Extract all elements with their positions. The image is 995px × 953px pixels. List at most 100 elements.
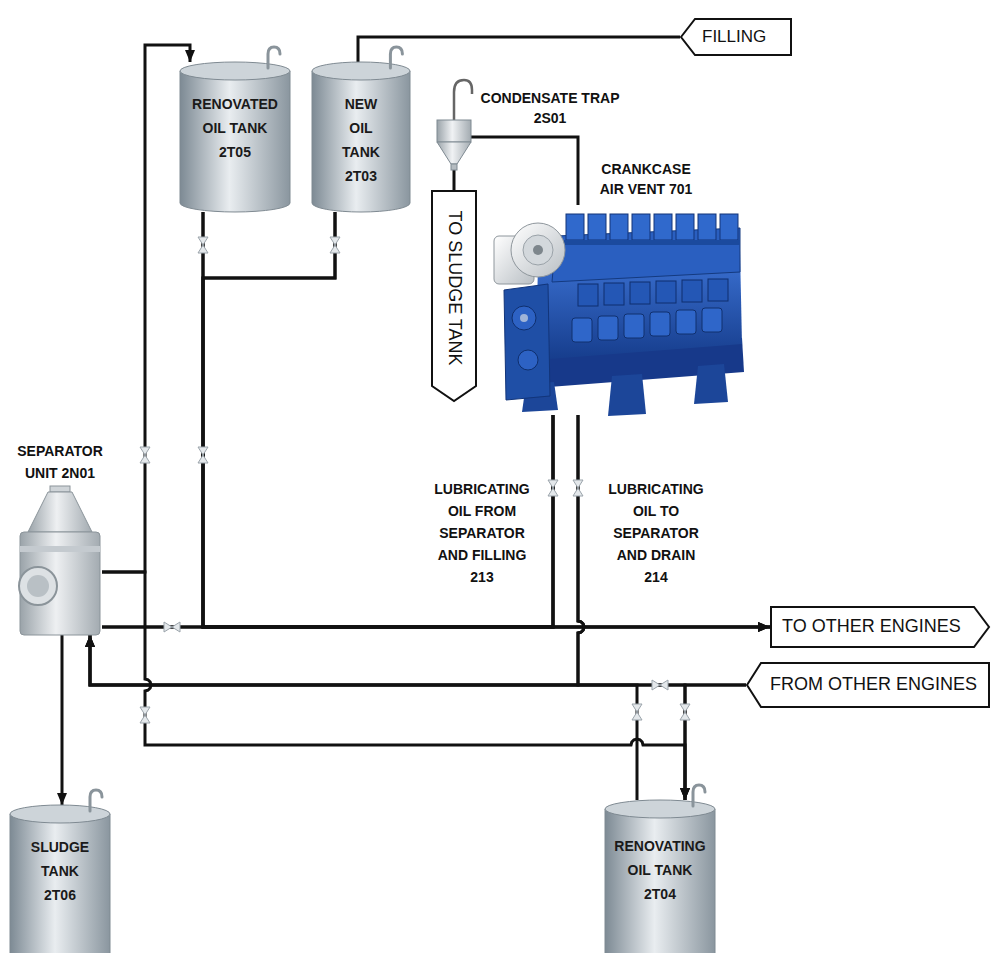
tank-body: [312, 71, 410, 212]
outlet-arrow-box: TO OTHER ENGINES: [770, 606, 990, 648]
valve-symbol: [632, 704, 642, 720]
tank-top: [312, 62, 410, 80]
separator-cap: [50, 486, 70, 492]
oil-tank-outline: [180, 62, 290, 212]
separator-band: [20, 546, 100, 552]
separator-body: [20, 532, 100, 635]
cylinder-cover: [656, 281, 676, 303]
tank-label: RENOVATED OIL TANK 2T05: [192, 92, 278, 164]
valve-symbol: [680, 704, 690, 720]
pipe-line: [203, 212, 770, 627]
pump-cover: [518, 350, 538, 370]
oil-tank: SLUDGE TANK 2T06: [10, 805, 110, 953]
arrow-box-outline: [681, 19, 791, 55]
inlet-label: FILLING: [702, 27, 766, 47]
cylinder-head: [654, 214, 672, 240]
pump-cover: [512, 306, 536, 330]
head-rail: [562, 240, 740, 245]
crankcase-door: [650, 312, 670, 336]
oil-tank: NEW OIL TANK 2T03: [312, 62, 410, 212]
valve-symbol: [140, 707, 150, 723]
pipe-line: [578, 415, 685, 800]
cylinder-cover: [630, 282, 650, 304]
inlet-label: FROM OTHER ENGINES: [770, 674, 977, 696]
tank-vent-pipe: [693, 785, 705, 806]
separator-motor-hub: [27, 575, 49, 597]
outlet-label: TO OTHER ENGINES: [782, 616, 961, 638]
turbocharger-inlet: [523, 235, 553, 265]
crankcase-door: [702, 308, 722, 332]
engine-foot: [608, 374, 646, 416]
cylinder-head: [588, 214, 606, 240]
inlet-arrow-box: FROM OTHER ENGINES: [746, 662, 990, 708]
outlet-label: TO SLUDGE TANK: [443, 210, 465, 365]
vent-label: CRANKCASE AIR VENT 701: [598, 159, 694, 199]
tank-top: [605, 800, 715, 818]
oil-tank: RENOVATING OIL TANK 2T04: [605, 800, 715, 953]
valve-symbol: [548, 480, 558, 496]
separator-unit: SEPARATOR UNIT 2N01: [18, 486, 102, 635]
engine-foot: [694, 364, 728, 404]
cylinder-cover: [578, 284, 598, 306]
cylinder-head: [698, 214, 716, 240]
pipe-line: [358, 37, 680, 62]
tank-label: RENOVATING OIL TANK 2T04: [614, 834, 705, 906]
trap-funnel: [437, 142, 471, 164]
valve-symbol: [164, 622, 180, 632]
trap-body: [437, 120, 471, 142]
pump-hub: [520, 314, 528, 322]
arrow-box-outline: [432, 191, 476, 401]
arrow-box-outline: [771, 607, 989, 647]
tank-body: [180, 71, 290, 212]
valve-symbol: [140, 447, 150, 463]
tank-body: [605, 809, 715, 953]
valve-symbol: [198, 237, 208, 253]
tank-vent-pipe: [390, 47, 402, 68]
crankcase-door: [598, 316, 618, 340]
engine-node: CRANKCASE AIR VENT 701: [490, 205, 745, 415]
oil-tank: RENOVATED OIL TANK 2T05: [180, 62, 290, 212]
valve-symbol: [573, 480, 583, 496]
outlet-arrow-box: TO SLUDGE TANK: [431, 190, 477, 402]
cylinder-cover: [708, 279, 728, 301]
tank-top: [180, 62, 290, 80]
pipe-line: [471, 137, 578, 205]
pipe-line: [453, 170, 456, 190]
cylinder-cover: [604, 283, 624, 305]
trap-outlet: [451, 164, 457, 170]
condensate-trap: CONDENSATE TRAP 2S01: [437, 120, 471, 170]
crankcase-door: [676, 310, 696, 334]
tank-label: NEW OIL TANK 2T03: [342, 92, 380, 188]
pipe-line: [90, 635, 637, 800]
pipe-line: [102, 415, 553, 627]
pipe-line: [102, 45, 190, 572]
pipe-line: [61, 635, 64, 805]
gear-case: [504, 284, 550, 400]
valve-symbol: [652, 680, 668, 690]
crankcase-door: [624, 314, 644, 338]
pipe-line: [90, 415, 584, 685]
separator-label: SEPARATOR UNIT 2N01: [17, 440, 103, 484]
turbocharger-casing: [511, 223, 565, 277]
pipe-line: [203, 212, 553, 627]
connection-label: LUBRICATING OIL TO SEPARATOR AND DRAIN 2…: [604, 478, 708, 588]
pipe-line: [90, 635, 746, 685]
engine-node-outline: [490, 205, 745, 415]
tank-label: SLUDGE TANK 2T06: [31, 835, 89, 907]
inlet-arrow-box: FILLING: [680, 18, 792, 56]
connection-label: LUBRICATING OIL FROM SEPARATOR AND FILLI…: [430, 478, 534, 588]
separator-motor: [19, 567, 57, 605]
cylinder-head: [566, 214, 584, 240]
trap-label: CONDENSATE TRAP 2S01: [475, 88, 625, 128]
arrow-box-outline: [747, 663, 989, 707]
tank-vent-pipe: [90, 790, 102, 811]
valve-symbol: [330, 237, 340, 253]
cylinder-head: [610, 214, 628, 240]
oil-tank-outline: [312, 62, 410, 212]
valve-symbol: [198, 447, 208, 463]
separator-unit-outline: [18, 486, 102, 635]
pipe-line: [203, 212, 553, 627]
